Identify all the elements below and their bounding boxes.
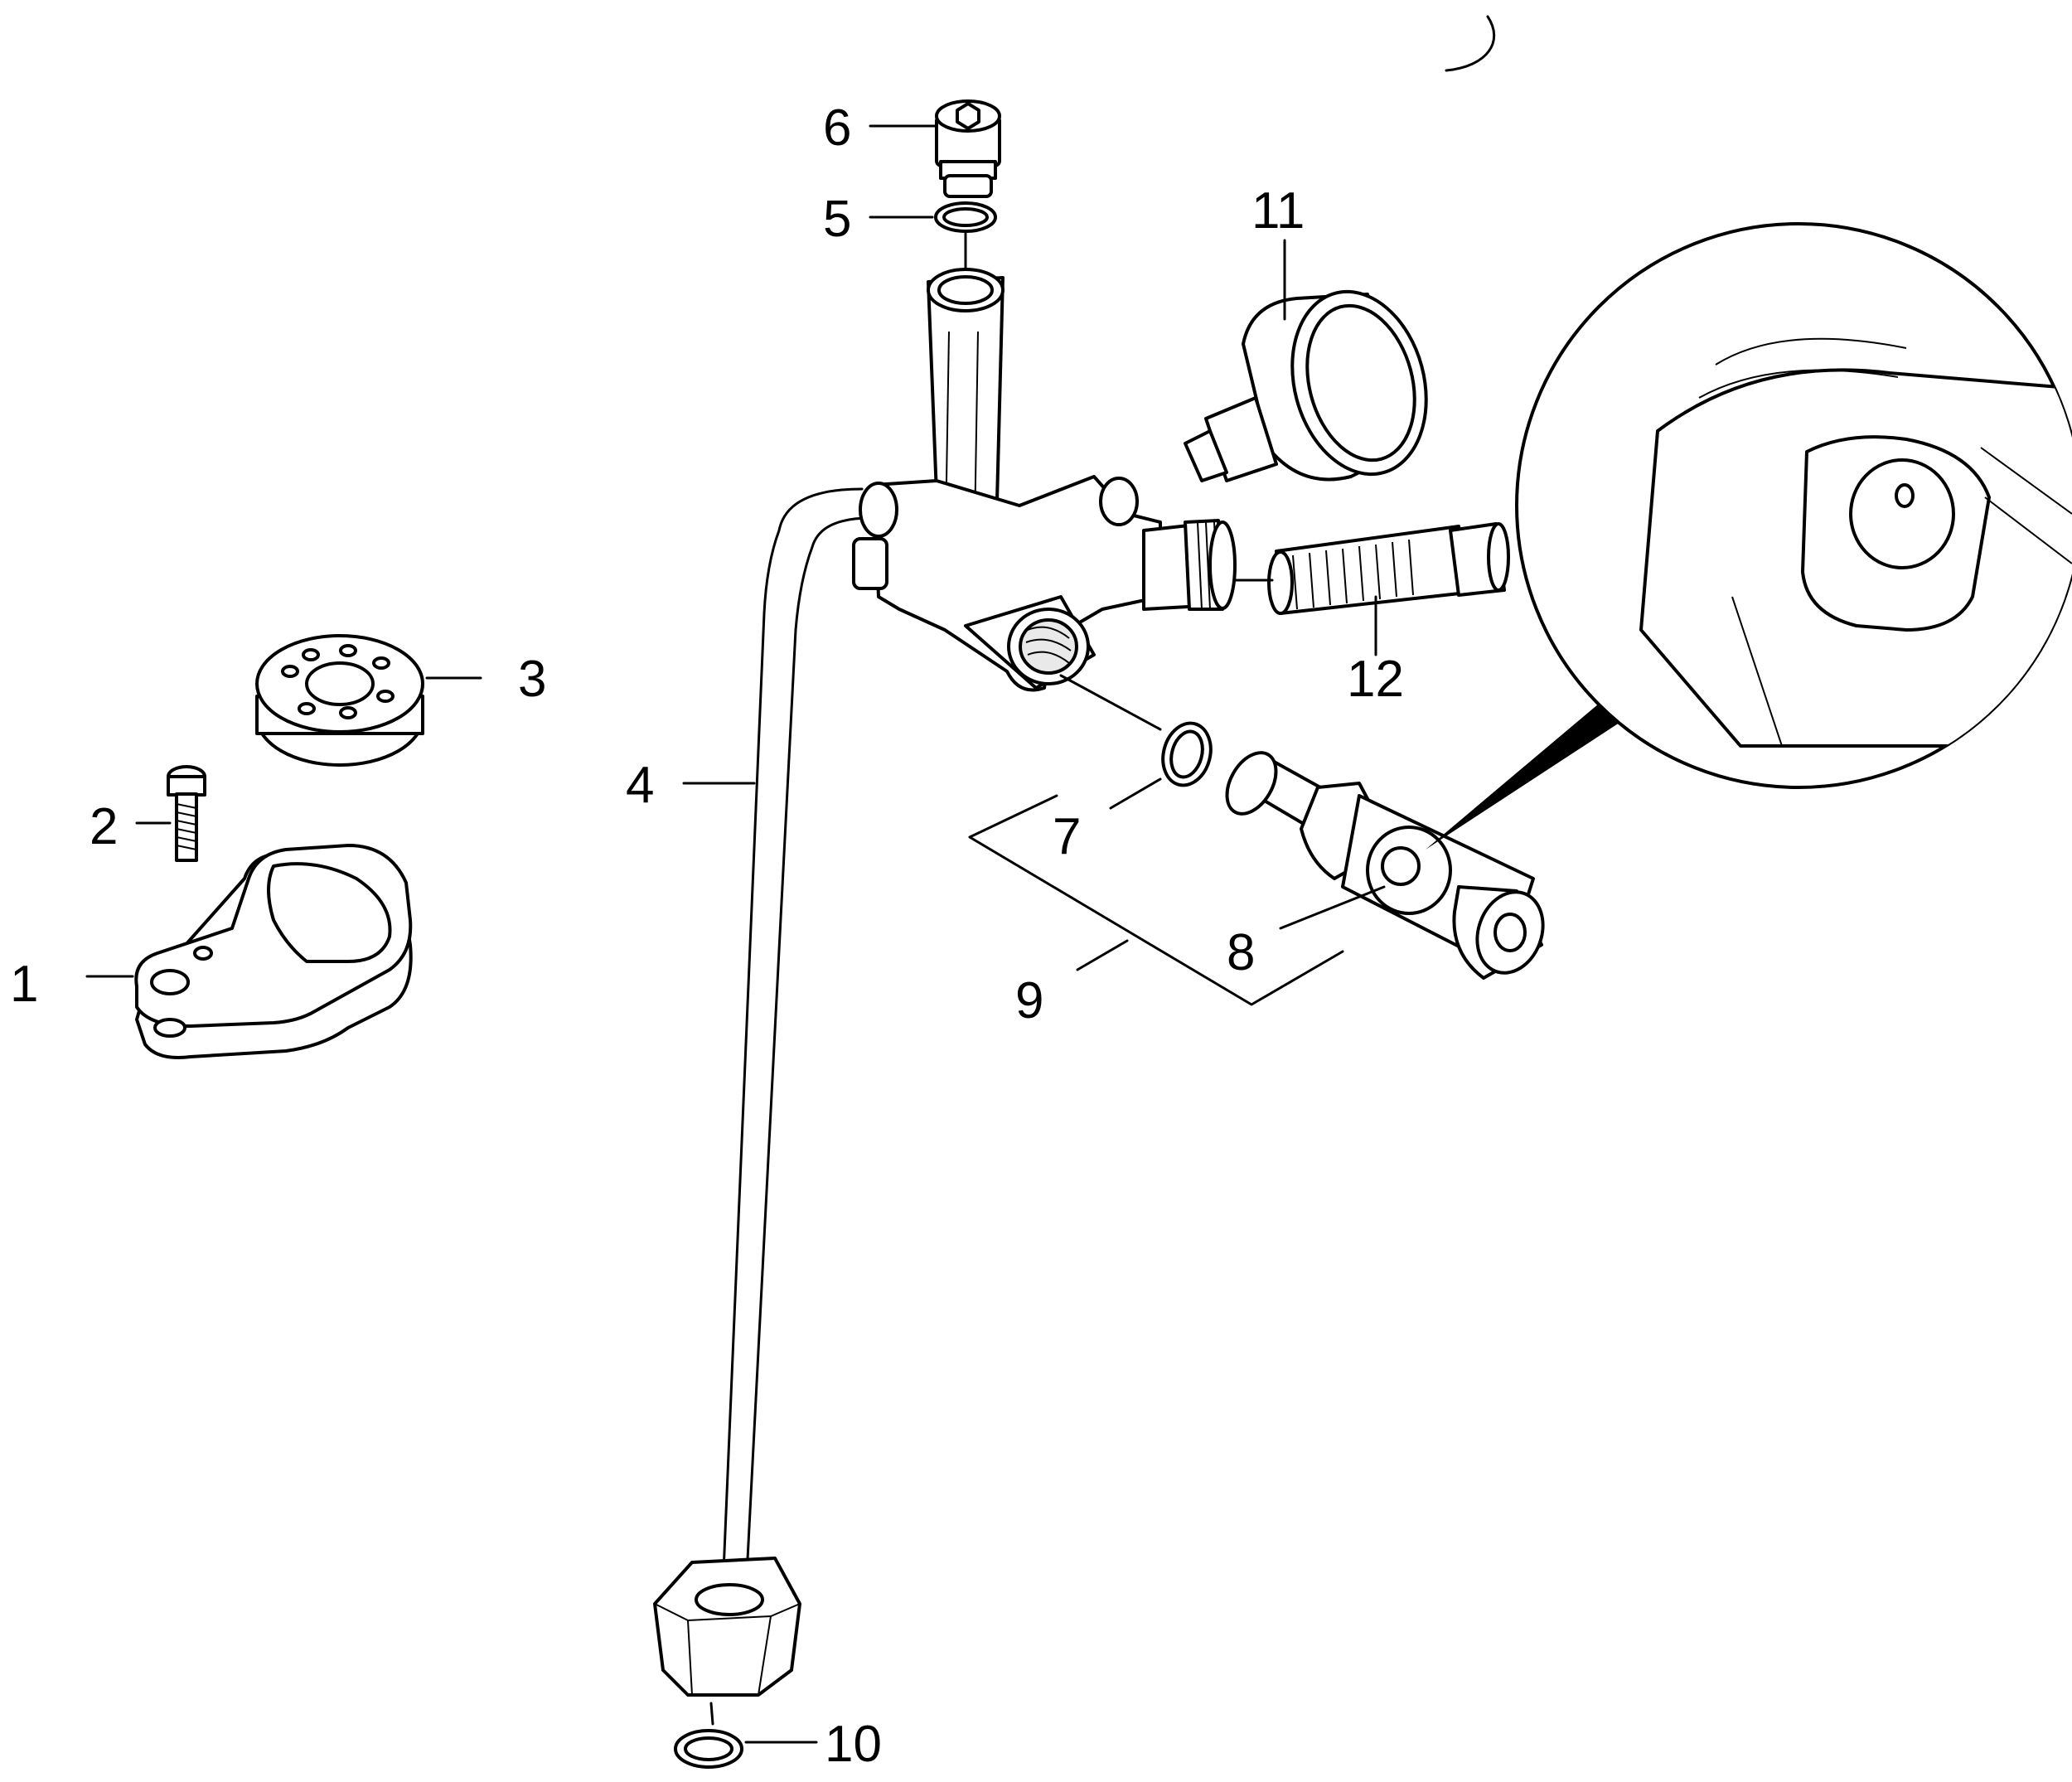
part-11-gauge xyxy=(1184,239,1428,482)
part-12-filter xyxy=(1233,522,1510,656)
callout-11: 11 xyxy=(1251,182,1305,240)
part-4-pipe xyxy=(682,487,872,1593)
callout-6: 6 xyxy=(823,99,851,157)
callout-labels: 1 2 3 4 5 6 7 8 9 10 11 12 xyxy=(10,99,1404,1773)
part-9-bracket-lines xyxy=(968,794,1344,1006)
callout-5: 5 xyxy=(823,191,851,248)
part-3-nut xyxy=(255,634,482,767)
part-10-fitting xyxy=(653,1557,818,1769)
part-6-plug xyxy=(869,99,1001,198)
callout-4: 4 xyxy=(626,757,654,814)
callout-12: 12 xyxy=(1347,651,1404,708)
part-1-bracket xyxy=(85,844,413,1059)
part-2-screw xyxy=(135,765,206,862)
callout-2: 2 xyxy=(90,798,118,855)
callout-7: 7 xyxy=(1053,808,1081,865)
callout-9: 9 xyxy=(1015,972,1043,1029)
part-7-oring xyxy=(1109,721,1213,810)
callout-10: 10 xyxy=(825,1716,882,1773)
callout-8: 8 xyxy=(1227,924,1255,981)
corner-arc xyxy=(1445,15,1496,72)
valve-body xyxy=(852,268,1237,731)
part-8-cartridge xyxy=(1225,751,1545,980)
callout-1: 1 xyxy=(10,956,38,1013)
detail-magnifier xyxy=(1426,222,2072,850)
callout-3: 3 xyxy=(518,651,546,708)
